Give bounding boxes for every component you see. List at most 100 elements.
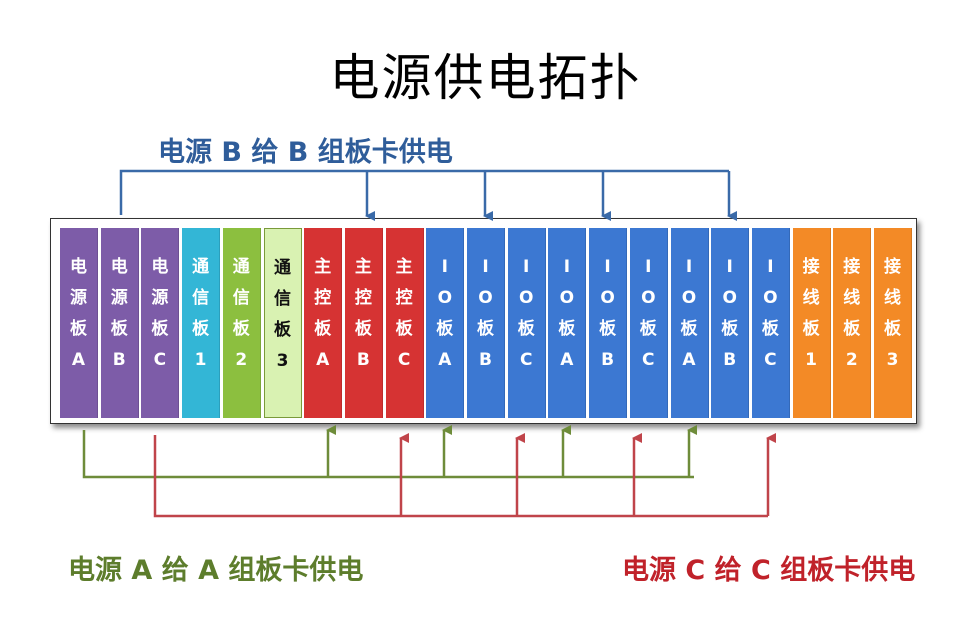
card-label-char: 1 [194,350,207,370]
card-label-char: 板 [843,319,861,339]
card-label-char: 电 [151,257,169,277]
card-label-char: I [645,257,652,277]
card-label-char: 板 [436,319,454,339]
card-label-char: 源 [151,288,169,308]
card-label-char: O [437,288,453,308]
card-label-char: C [153,350,167,370]
card-label-char: 板 [314,319,332,339]
card-label-char: 源 [70,288,87,308]
card-label-char: 板 [151,319,169,339]
card-label-char: 主 [395,257,413,277]
card-label-char: C [642,350,655,370]
card-label-char: 主 [314,257,332,277]
card-label-char: I [767,257,774,277]
card-label-char: B [112,350,126,370]
card-label-char: 接 [802,257,820,277]
card-label-char: 2 [235,350,248,370]
card-label-char: 板 [761,319,779,339]
power-c-lines [153,435,768,518]
card-label-char: O [641,288,656,308]
card-label-char: 接 [843,257,861,277]
card-label-char: O [763,288,778,308]
card-label-char: 板 [680,319,698,339]
card-label-char: 通 [274,258,291,278]
card-label-char: 线 [802,288,820,308]
card-label-char: O [559,288,575,308]
card-label-char: A [682,350,696,370]
card-label-char: 源 [110,288,128,308]
card-label-char: A [560,350,574,370]
card-label-char: 板 [802,319,820,339]
card-label-char: 通 [192,257,210,277]
card-label-char: C [519,350,533,370]
card-wiring-19: 接线板 2 [833,228,872,418]
card-label-char: I [441,257,448,277]
power-b-arrows [365,171,737,221]
card-label-char: A [316,350,330,370]
power-c-arrows [399,433,776,516]
card-label-char: I [726,257,733,277]
card-label-char: O [681,288,697,308]
card-label-char: 板 [274,320,291,340]
card-label-char: 接 [884,257,901,277]
card-comm3-5: 通信板 3 [263,228,302,418]
power-b-caption: 电源 B 给 B 组板卡供电 [158,137,453,168]
card-label-char: 通 [232,257,250,277]
card-wiring-18: 接线板 1 [792,228,831,418]
card-label-char: 3 [276,351,289,371]
power-a-caption: 电源 A 给 A 组板卡供电 [68,555,364,586]
card-label-char: 控 [314,288,332,308]
page-title: 电源供电拓扑 [329,49,642,107]
card-label-char: 信 [192,288,210,308]
card-comm2-4: 通信板 2 [222,228,261,418]
card-label-char: I [482,257,489,277]
card-wiring-20: 接线板 3 [874,228,912,418]
card-label-char: 电 [70,257,87,277]
card-label-char: 板 [232,319,250,339]
card-label-char: 1 [805,350,818,370]
power-b-lines [119,169,729,215]
card-label-char: I [604,257,611,277]
card-label-char: 线 [884,288,901,308]
card-label-char: 线 [843,288,861,308]
card-label-char: 板 [721,319,739,339]
card-label-char: 板 [395,319,413,339]
card-label-char: 信 [274,289,291,309]
card-label-char: 3 [886,350,899,370]
card-label-char: O [478,288,493,308]
card-label-char: A [438,350,452,370]
card-label-char: 板 [354,319,372,339]
card-label-char: O [600,288,615,308]
card-label-char: 信 [232,288,250,308]
card-label-char: O [722,288,737,308]
card-label-char: O [518,288,534,308]
power-a-arrows [326,425,697,477]
card-label-char: 板 [884,319,901,339]
card-label-char: 电 [110,257,128,277]
card-label-char: A [71,350,86,370]
card-label-char: B [723,350,737,370]
power-c-caption: 电源 C 给 C 组板卡供电 [622,555,916,586]
card-label-char: 控 [395,288,413,308]
card-label-char: B [479,350,492,370]
card-label-char: 2 [845,350,858,370]
card-label-char: 板 [70,319,87,339]
card-label-char: B [601,350,615,370]
power-a-lines [82,430,694,479]
